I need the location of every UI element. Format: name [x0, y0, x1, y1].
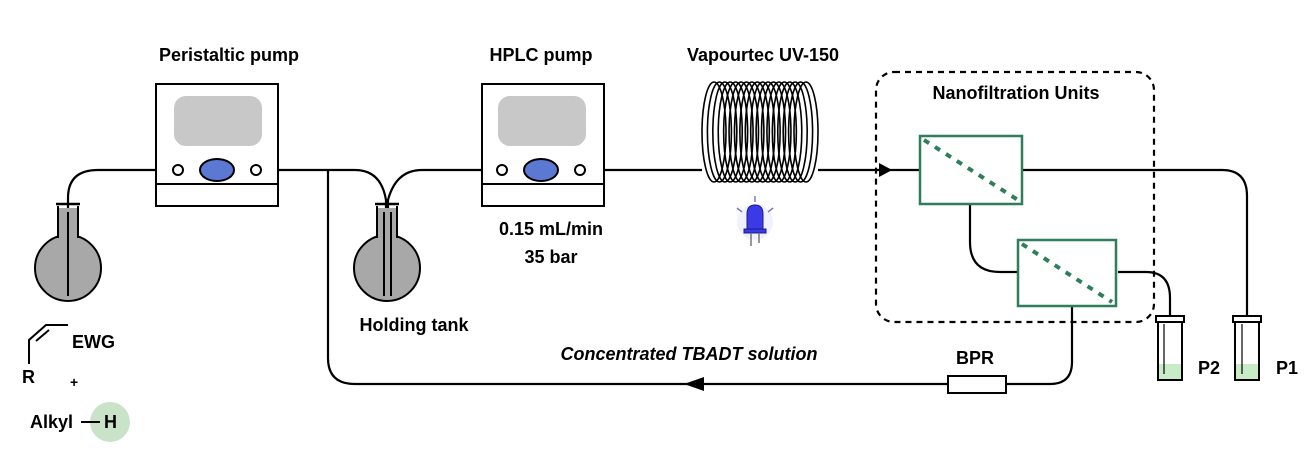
tube-membrane2-to-p2 [1118, 270, 1172, 318]
membrane-unit-2 [1016, 238, 1118, 308]
coil-loop [712, 81, 738, 183]
coil-loop [749, 81, 776, 183]
flow-arrow-recycle [684, 377, 704, 391]
coil-loop [744, 81, 771, 183]
coil-loop [739, 81, 765, 183]
coil-loop [793, 81, 819, 183]
holding-tank-label: Holding tank [360, 315, 470, 335]
alkene-structure [28, 324, 68, 364]
nanofiltration-label: Nanofiltration Units [933, 83, 1100, 103]
coil-loop [776, 81, 803, 183]
coil-loop [787, 81, 814, 183]
tubing [66, 168, 1249, 386]
peristaltic-pump [155, 83, 279, 207]
product-vial-p2 [1155, 315, 1185, 381]
hplc-pump-label: HPLC pump [490, 45, 593, 65]
hydrogen-highlight [90, 402, 130, 442]
membrane-unit-1 [918, 134, 1024, 206]
coil-loop [760, 81, 787, 183]
coil-loop [766, 81, 792, 183]
tube-tank-to-hplc [386, 168, 498, 212]
tube-membrane2-to-bpr [1006, 306, 1074, 386]
holding-tank [353, 202, 421, 302]
coil-loop [706, 81, 733, 183]
plus-sign: + [70, 374, 78, 390]
tube-membrane1-to-p1 [1022, 168, 1249, 318]
h-label: H [104, 412, 117, 432]
led-light-icon [736, 196, 774, 246]
back-pressure-regulator [947, 375, 1007, 394]
hplc-pump [481, 83, 605, 207]
flow-rate-label: 0.15 mL/min [499, 219, 603, 239]
coil-loop [717, 81, 744, 183]
p1-label: P1 [1276, 358, 1298, 378]
pressure-label: 35 bar [524, 247, 577, 267]
nanofiltration-boundary [874, 70, 1156, 324]
peristaltic-pump-label: Peristaltic pump [159, 45, 299, 65]
uv-150-coil-reactor [701, 81, 819, 183]
coil-loop [733, 81, 760, 183]
tube-recycle-loop [326, 170, 948, 386]
r-group-label: R [22, 367, 35, 387]
coil-loop [722, 81, 749, 183]
ewg-label: EWG [72, 332, 115, 352]
tube-flask-to-peristaltic [66, 168, 172, 212]
coil-loop [755, 81, 781, 183]
coil-loop [782, 81, 808, 183]
recycle-stream-label: Concentrated TBADT solution [561, 344, 818, 364]
coil-loop [771, 81, 798, 183]
p2-label: P2 [1198, 358, 1220, 378]
flow-arrow-to-membrane [879, 163, 892, 177]
coil-loop [728, 81, 754, 183]
bpr-label: BPR [956, 348, 994, 368]
tube-membrane1-to-membrane2 [968, 204, 1018, 274]
coil-loop [701, 81, 727, 183]
photoreactor-label: Vapourtec UV-150 [687, 45, 839, 65]
reagent-flask [34, 202, 102, 302]
tube-peristaltic-to-tank [262, 168, 388, 212]
product-vial-p1 [1232, 315, 1262, 381]
alkyl-label: Alkyl [30, 412, 73, 432]
